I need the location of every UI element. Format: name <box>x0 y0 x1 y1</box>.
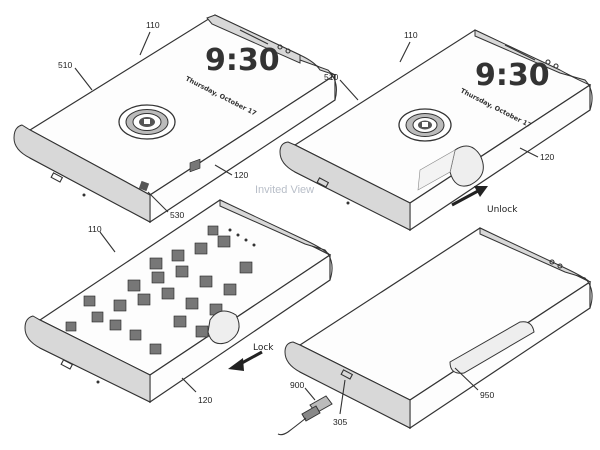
ref-label: 900 <box>290 380 304 390</box>
watermark: Invited View <box>255 184 314 196</box>
lock-screen-time: 9:30 <box>475 58 550 93</box>
device-end-cap-right <box>474 29 593 111</box>
ref-label: 510 <box>58 60 72 70</box>
unlock-label: Unlock <box>487 205 518 215</box>
device-top-right: 9:30 Thursday, October 17 110 510 120 Un… <box>279 29 593 232</box>
ref-label: 305 <box>333 417 347 427</box>
ref-label: 110 <box>146 20 160 30</box>
device-bottom-right: 900 950 305 <box>277 227 593 436</box>
device-end-cap-left <box>13 124 151 223</box>
device-end-cap-right <box>479 227 593 309</box>
ref-label: 110 <box>88 224 102 234</box>
device-bottom-left: 110 120 Lock <box>24 158 333 405</box>
usb-plug-icon <box>277 395 333 436</box>
ref-label: 120 <box>198 395 212 405</box>
device-end-cap-left <box>279 141 411 231</box>
fingerprint-lock-icon[interactable] <box>118 104 176 140</box>
ref-label: 120 <box>234 170 248 180</box>
device-end-cap-left <box>284 341 411 429</box>
lock-screen-time: 9:30 <box>205 43 280 78</box>
flexible-display-edge <box>449 321 535 374</box>
edge-sensor <box>138 180 150 192</box>
app-grid[interactable] <box>65 158 253 355</box>
device-end-cap-left <box>24 315 151 403</box>
arrow-right-icon <box>451 186 488 207</box>
arrow-left-icon <box>228 350 263 371</box>
ref-label: 110 <box>404 30 418 40</box>
lock-label: Lock <box>253 343 274 353</box>
ref-label: 120 <box>540 152 554 162</box>
device-end-cap-right <box>219 199 333 281</box>
device-top-left: 9:30 Thursday, October 17 110 510 120 53… <box>13 14 337 224</box>
fingerprint-lock-icon[interactable] <box>398 108 452 142</box>
ref-label: 950 <box>480 390 494 400</box>
ref-label: 510 <box>324 72 338 82</box>
ref-label: 530 <box>170 210 184 220</box>
